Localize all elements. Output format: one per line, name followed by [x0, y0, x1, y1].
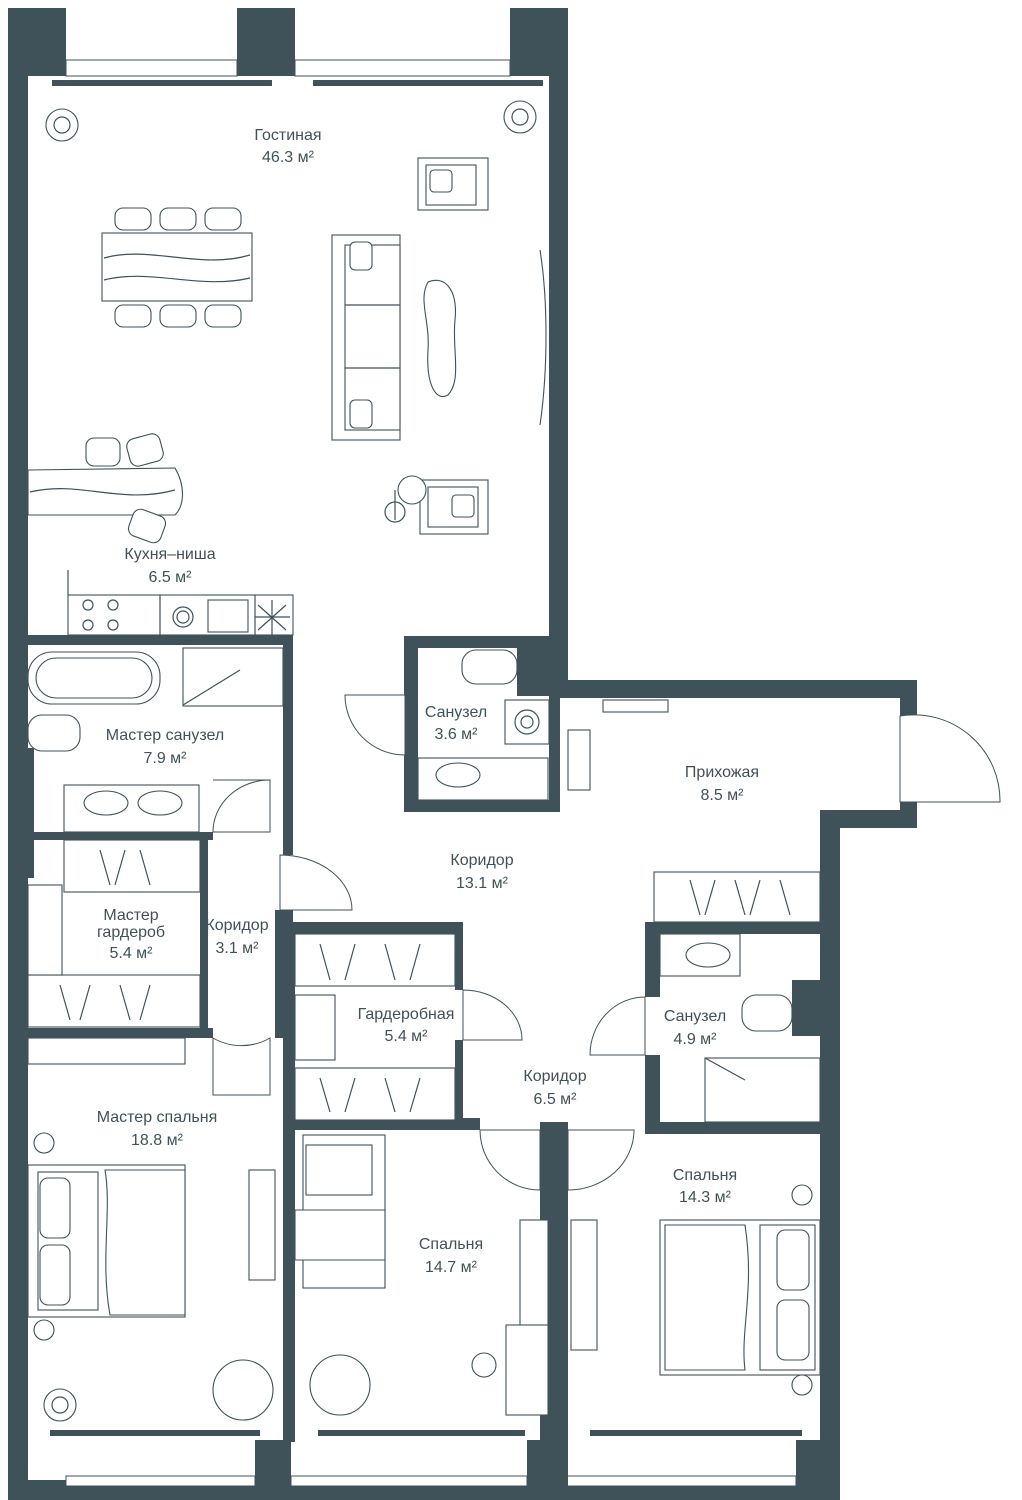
- master-closet-racks: [27, 839, 201, 1028]
- dining-table: [101, 207, 253, 328]
- wardrobe-racks: [294, 933, 456, 1121]
- right-bath-fixtures: [659, 933, 821, 1123]
- room-area-wardrobe: 5.4 м²: [384, 1028, 428, 1045]
- furniture: [27, 100, 821, 1422]
- room-name-living: Гостиная: [254, 127, 321, 144]
- small-bath-fixtures: [417, 649, 550, 801]
- room-area-hall: 8.5 м²: [700, 787, 744, 804]
- room-area-living: 46.3 м²: [262, 149, 315, 166]
- room-name-hall: Прихожая: [685, 764, 759, 781]
- room-area-kitchen: 6.5 м²: [148, 569, 192, 586]
- door-swings: [212, 694, 1001, 1191]
- room-labels: Гостиная 46.3 м² Кухня–ниша 6.5 м² Масте…: [97, 127, 759, 1276]
- room-area-bath-small: 3.6 м²: [434, 726, 478, 743]
- interior-walls: [8, 635, 840, 1500]
- room-area-corridor-main: 13.1 м²: [456, 875, 509, 892]
- room-area-bed-right: 14.3 м²: [679, 1189, 732, 1206]
- room-name-master-bed: Мастер спальня: [97, 1109, 218, 1126]
- room-area-corridor-left: 3.1 м²: [215, 940, 259, 957]
- tv-panel: [539, 249, 547, 426]
- room-name-corridor-low: Коридор: [523, 1068, 586, 1085]
- room-area-master-bed: 18.8 м²: [131, 1132, 184, 1149]
- master-bed: [27, 1037, 276, 1421]
- mid-bed: [294, 1134, 549, 1416]
- room-name-bed-mid: Спальня: [419, 1236, 483, 1253]
- armchair-bottom: [384, 475, 489, 535]
- room-name-bath-right: Санузел: [664, 1008, 726, 1025]
- plant-decor: [43, 100, 537, 1422]
- room-area-bed-mid: 14.7 м²: [425, 1259, 478, 1276]
- room-name-corridor-left: Коридор: [205, 917, 268, 934]
- room-name-kitchen: Кухня–ниша: [124, 546, 215, 563]
- room-area-bath-right: 4.9 м²: [673, 1031, 717, 1048]
- room-name-wardrobe: Гардеробная: [358, 1006, 455, 1023]
- room-name-master-bath: Мастер санузел: [106, 727, 224, 744]
- hall-elements: [567, 699, 821, 923]
- room-name-master-closet-line1: Мастер: [103, 907, 158, 924]
- room-area-corridor-low: 6.5 м²: [533, 1091, 577, 1108]
- right-bed: [570, 1184, 821, 1396]
- room-name-bed-right: Спальня: [673, 1167, 737, 1184]
- room-area-master-closet: 5.4 м²: [109, 945, 153, 962]
- master-bath-fixtures: [27, 647, 284, 833]
- room-name-bath-small: Санузел: [425, 704, 487, 721]
- coffee-table: [423, 279, 457, 398]
- room-name-master-closet-line2: гардероб: [97, 924, 165, 941]
- kitchen-island: [27, 433, 184, 544]
- room-area-master-bath: 7.9 м²: [143, 750, 187, 767]
- kitchen-counter: [67, 570, 294, 636]
- sofa: [331, 234, 401, 441]
- windows: [50, 59, 802, 1487]
- armchair-top: [417, 157, 489, 211]
- room-name-corridor-main: Коридор: [450, 852, 513, 869]
